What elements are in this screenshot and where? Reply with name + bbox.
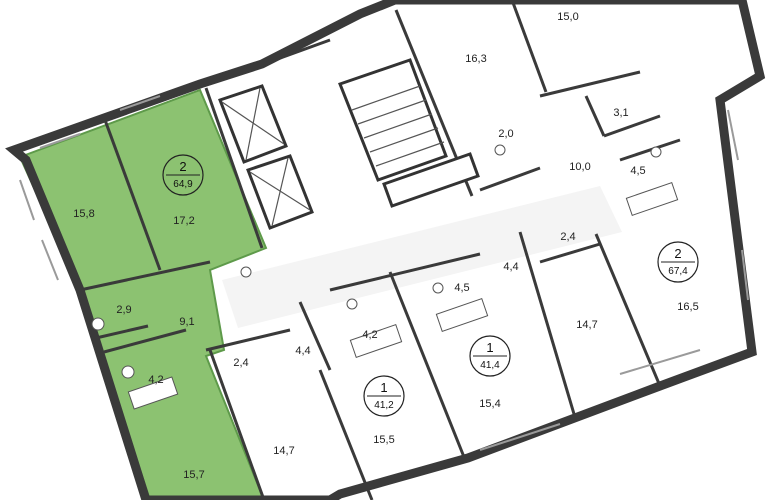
room-label: 9,1	[179, 316, 194, 328]
room-label: 16,5	[677, 301, 698, 313]
unit-badge: 2 64,9	[162, 154, 204, 196]
corridor	[222, 186, 622, 328]
unit-rooms: 1	[380, 380, 387, 395]
unit-area: 41,4	[480, 360, 500, 371]
unit-badge: 1 41,2	[363, 375, 405, 417]
room-label: 15,5	[373, 434, 394, 446]
building-outline	[5, 0, 766, 500]
unit-badge: 1 41,4	[469, 335, 511, 377]
room-label: 4,4	[503, 261, 518, 273]
room-label: 4,2	[362, 329, 377, 341]
room-label: 14,7	[273, 445, 294, 457]
stair-elevator-core	[218, 58, 480, 230]
room-label: 4,2	[148, 374, 163, 386]
room-label: 4,5	[454, 282, 469, 294]
room-label: 2,9	[116, 304, 131, 316]
unit-area: 67,4	[668, 266, 688, 277]
interior-walls	[79, 0, 681, 500]
room-label: 2,0	[498, 128, 513, 140]
room-label: 16,3	[465, 53, 486, 65]
room-label: 10,0	[569, 161, 590, 173]
unit-rooms: 2	[674, 246, 681, 261]
unit-area: 41,2	[374, 400, 394, 411]
room-label: 2,4	[560, 231, 575, 243]
unit-rooms: 1	[486, 340, 493, 355]
room-label: 2,4	[233, 357, 248, 369]
room-label: 15,8	[73, 208, 94, 220]
room-label: 14,7	[576, 319, 597, 331]
room-label: 4,5	[630, 165, 645, 177]
room-label: 15,0	[557, 11, 578, 23]
unit-badge: 2 67,4	[657, 241, 699, 283]
bathroom-fixtures	[91, 144, 679, 410]
unit-area: 64,9	[173, 179, 193, 190]
room-label: 4,4	[295, 345, 310, 357]
room-labels: 15,8 17,2 2,9 9,1 4,2 15,7 2,4 4,4 14,7 …	[73, 11, 698, 481]
room-label: 15,4	[479, 398, 500, 410]
room-label: 3,1	[613, 107, 628, 119]
room-label: 15,7	[183, 469, 204, 481]
room-label: 17,2	[173, 215, 194, 227]
unit-rooms: 2	[179, 159, 186, 174]
windows	[19, 95, 749, 451]
